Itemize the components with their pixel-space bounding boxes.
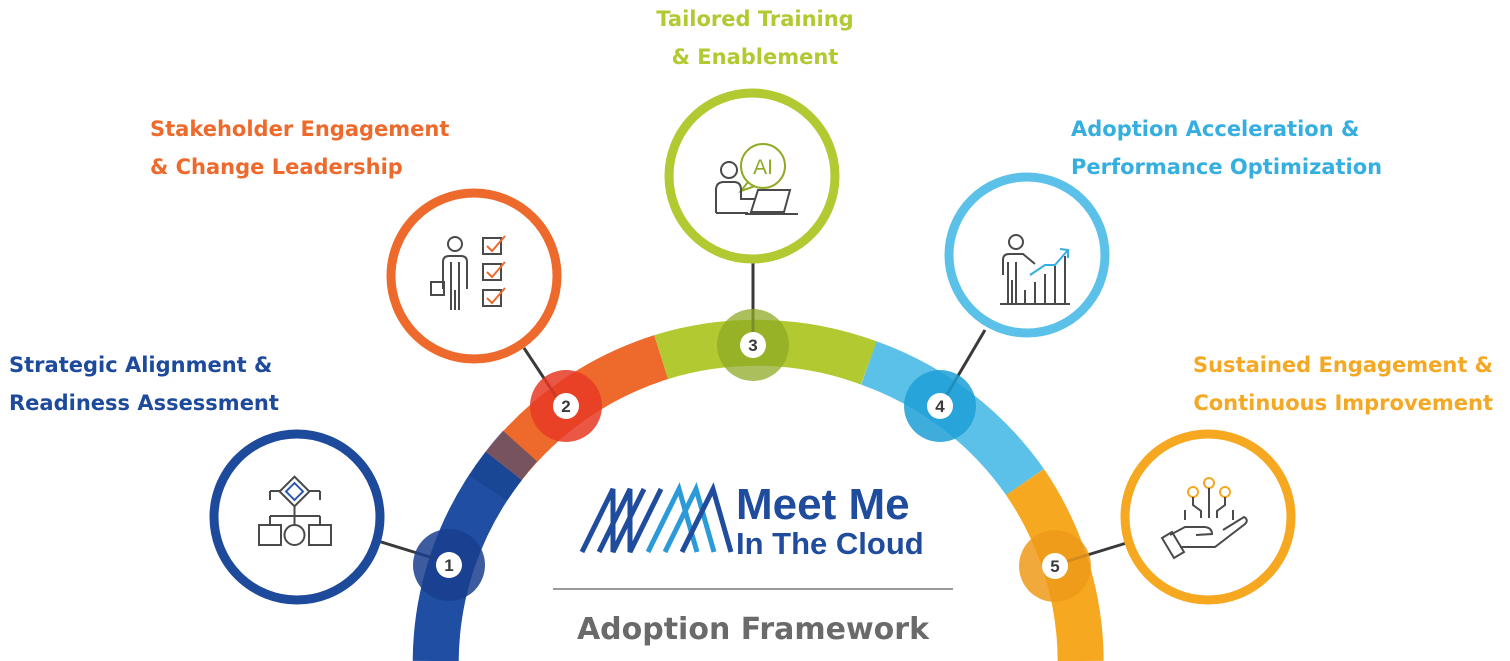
step-5-title-line2: Continuous Improvement <box>1193 391 1493 415</box>
badge-1 <box>436 552 462 578</box>
person-checklist-icon <box>430 235 506 310</box>
badge-number-3: 3 <box>748 336 757 355</box>
badge-4 <box>927 393 953 419</box>
badge-number-1: 1 <box>444 556 453 575</box>
step-3-title-line2: & Enablement <box>671 45 839 69</box>
badge-2 <box>553 393 579 419</box>
step-2-title: Stakeholder Engagement & Change Leadersh… <box>150 110 449 186</box>
step-circle-4 <box>944 172 1110 338</box>
brand-name: Meet Me In The Cloud <box>736 482 924 560</box>
framework-title: Adoption Framework <box>576 612 930 647</box>
step-circle-3 <box>664 88 840 264</box>
badge-5 <box>1042 553 1068 579</box>
step-3-title: Tailored Training & Enablement <box>590 0 920 76</box>
step-1-title-line2: Readiness Assessment <box>9 391 279 415</box>
ai-chat-laptop-icon: AI <box>715 143 798 215</box>
brand-name-line2: In The Cloud <box>736 526 924 561</box>
divider <box>553 588 953 590</box>
hand-circuit-icon <box>1160 477 1248 560</box>
step-5-title: Sustained Engagement & Continuous Improv… <box>1155 346 1493 422</box>
growth-chart-presenter-icon <box>1000 234 1070 305</box>
badge-number-2: 2 <box>561 397 570 416</box>
step-4-title-line1: Adoption Acceleration & <box>1071 117 1360 141</box>
step-5-title-line1: Sustained Engagement & <box>1192 353 1493 377</box>
brand-logo-mark <box>579 482 734 554</box>
step-2-title-line2: & Change Leadership <box>150 155 403 179</box>
badge-number-4: 4 <box>935 397 945 416</box>
step-circle-2 <box>386 188 562 364</box>
workflow-diagram-icon <box>258 475 332 546</box>
svg-text:AI: AI <box>753 156 773 179</box>
badge-3 <box>740 332 766 358</box>
step-2-title-line1: Stakeholder Engagement <box>150 117 450 141</box>
arc-accent-1 <box>468 430 538 501</box>
step-4-title: Adoption Acceleration & Performance Opti… <box>1071 110 1382 186</box>
number-badges: 1 2 3 4 5 <box>413 309 1091 602</box>
step-4-title-line2: Performance Optimization <box>1071 155 1383 179</box>
brand-name-line1: Meet Me <box>736 480 910 529</box>
step-3-title-line1: Tailored Training <box>656 7 854 31</box>
step-1-title: Strategic Alignment & Readiness Assessme… <box>9 346 279 422</box>
badge-number-5: 5 <box>1050 557 1059 576</box>
step-1-title-line1: Strategic Alignment & <box>9 353 273 377</box>
